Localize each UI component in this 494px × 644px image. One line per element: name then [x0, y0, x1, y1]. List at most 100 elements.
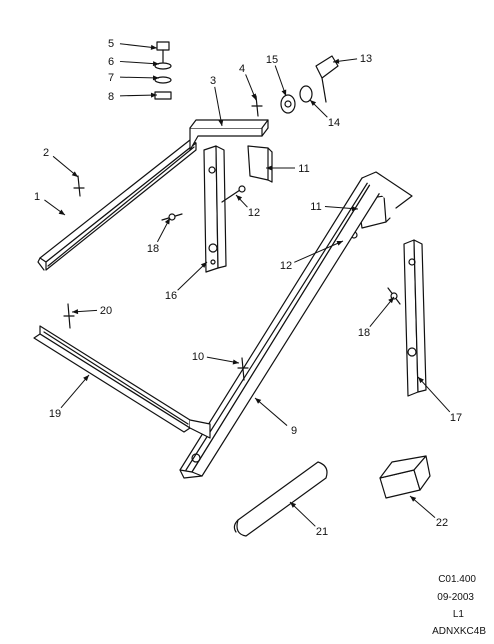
callout-15: 15 — [266, 54, 287, 97]
callout-arrowhead-11a — [266, 165, 272, 171]
callout-number-19: 19 — [49, 408, 61, 420]
callout-number-16: 16 — [165, 290, 177, 302]
callout-arrowhead-10 — [232, 359, 239, 365]
callout-10: 10 — [192, 351, 240, 365]
callout-number-9: 9 — [291, 425, 297, 437]
callout-leader-9 — [254, 397, 288, 426]
part-12-bolt-a — [221, 185, 246, 203]
part-8-nut — [154, 91, 172, 100]
callout-number-13: 13 — [360, 53, 372, 65]
meta-code: C01.400 — [438, 574, 476, 585]
part-15-roller — [280, 94, 296, 114]
callout-leader-19 — [60, 374, 90, 409]
part-18-pin-a — [161, 213, 183, 221]
meta-level: L1 — [452, 609, 464, 620]
callout-leader-3 — [214, 86, 223, 127]
callout-number-4: 4 — [239, 63, 245, 75]
callout-7: 7 — [108, 72, 160, 84]
part-7-washer — [154, 76, 172, 84]
callout-arrowhead-4 — [251, 93, 256, 100]
callout-leader-6 — [119, 60, 160, 65]
callout-arrowhead-3 — [218, 119, 224, 126]
callout-11b: 11 — [310, 201, 359, 213]
callout-leader-5 — [119, 43, 158, 49]
callout-leader-18b — [369, 296, 395, 328]
callout-number-17: 17 — [450, 412, 462, 424]
callout-19: 19 — [49, 374, 90, 420]
callout-20: 20 — [71, 305, 112, 317]
callout-number-20: 20 — [100, 305, 112, 317]
part-3-corner-bracket — [189, 119, 269, 151]
callout-arrowhead-12a — [236, 195, 243, 201]
part-10-stud — [237, 357, 249, 381]
part-18-pin-b — [387, 287, 401, 305]
part-17-upright-right — [403, 239, 427, 397]
callout-number-2: 2 — [43, 147, 49, 159]
callout-2: 2 — [43, 147, 79, 178]
callout-arrowhead-19 — [83, 375, 89, 382]
part-21-seal-strip — [233, 461, 328, 537]
callout-arrowhead-21 — [290, 502, 297, 508]
part-13-latch — [315, 55, 339, 103]
callout-number-12b: 12 — [280, 260, 292, 272]
callout-13: 13 — [332, 53, 372, 65]
callout-arrowhead-8 — [150, 92, 157, 98]
callout-number-18b: 18 — [358, 327, 370, 339]
callout-arrowhead-17 — [418, 377, 424, 384]
callout-arrowhead-7 — [152, 75, 159, 81]
meta-ref: ADNXKC4B — [432, 626, 486, 637]
part-19-front-rail — [33, 325, 211, 439]
part-9-rear-rail — [179, 171, 413, 479]
callout-number-5: 5 — [108, 38, 114, 50]
callout-11a: 11 — [266, 163, 310, 175]
callout-18a: 18 — [147, 217, 171, 255]
callout-layer: 1234567891011111212131415161718181920212… — [34, 38, 462, 538]
callout-arrowhead-20 — [72, 309, 79, 315]
callout-arrowhead-13 — [333, 58, 340, 64]
callout-4: 4 — [239, 63, 257, 101]
callout-arrowhead-2 — [71, 171, 78, 177]
callout-21: 21 — [289, 501, 328, 538]
part-4-stud — [251, 95, 263, 117]
part-16-upright — [203, 145, 227, 273]
callout-number-22: 22 — [436, 517, 448, 529]
callout-number-11b: 11 — [310, 201, 321, 213]
callout-6: 6 — [108, 56, 160, 68]
callout-number-18a: 18 — [147, 243, 159, 255]
callout-arrowhead-11b — [351, 206, 358, 212]
callout-leader-7 — [119, 76, 160, 79]
callout-1: 1 — [34, 191, 66, 216]
callout-18b: 18 — [358, 296, 395, 339]
callout-number-21: 21 — [316, 526, 328, 538]
callout-3: 3 — [210, 75, 224, 127]
callout-leader-16 — [177, 261, 208, 291]
callout-17: 17 — [417, 376, 462, 424]
callout-arrowhead-18a — [164, 218, 170, 225]
callout-number-6: 6 — [108, 56, 114, 68]
part-22-block — [379, 455, 431, 499]
part-5-bolt — [156, 41, 170, 63]
callout-16: 16 — [165, 261, 208, 302]
callout-number-15: 15 — [266, 54, 278, 66]
meta-date: 09-2003 — [437, 592, 474, 603]
callout-number-1: 1 — [34, 191, 40, 203]
callout-5: 5 — [108, 38, 158, 50]
callout-9: 9 — [254, 397, 297, 437]
callout-arrowhead-18b — [388, 297, 394, 304]
part-1-side-rail — [37, 139, 197, 271]
callout-arrowhead-22 — [410, 496, 417, 502]
part-6-washer — [154, 62, 172, 70]
callout-leader-17 — [417, 376, 451, 413]
part-2-stud — [73, 175, 85, 197]
callout-leader-8 — [119, 94, 158, 97]
callout-arrowhead-12b — [336, 241, 343, 246]
part-11-bracket-left — [247, 145, 273, 183]
callout-8: 8 — [108, 91, 158, 103]
callout-number-8: 8 — [108, 91, 114, 103]
callout-22: 22 — [409, 495, 448, 529]
callout-leader-12b — [294, 240, 344, 263]
callout-arrowhead-6 — [152, 61, 159, 67]
callout-number-7: 7 — [108, 72, 114, 84]
callout-number-10: 10 — [192, 351, 204, 363]
